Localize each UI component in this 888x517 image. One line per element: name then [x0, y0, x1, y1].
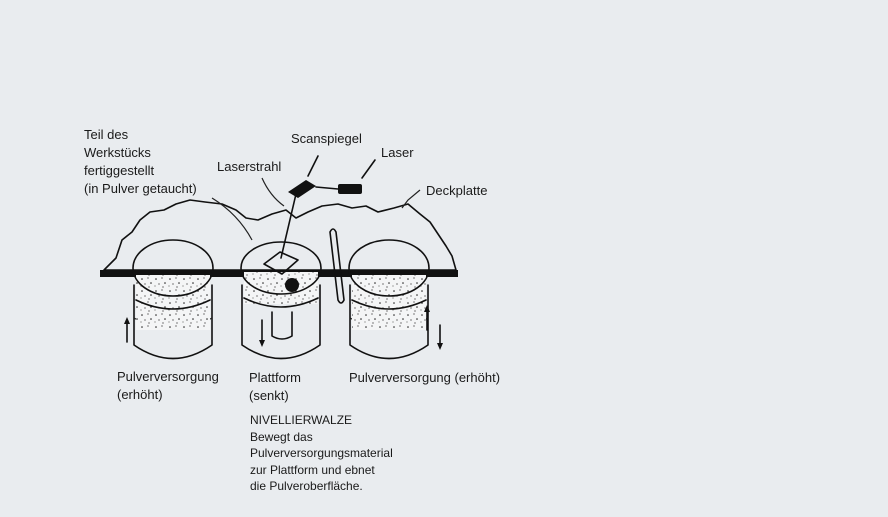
label-scan-mirror: Scanspiegel — [291, 131, 362, 146]
cover-plate — [103, 199, 457, 271]
leveling-roller-note: NIVELLIERWALZE Bewegt das Pulverversorgu… — [250, 413, 393, 493]
label-laser-beam: Laserstrahl — [217, 159, 282, 174]
label-platform: Plattform (senkt) — [249, 370, 302, 403]
build-platform-cylinder — [240, 241, 322, 360]
laser-beam — [280, 193, 297, 259]
label-powder-supply-left: Pulverversorgung (erhöht) — [117, 369, 219, 402]
label-part-finished: Teil des Werkstücks fertiggestellt (in P… — [84, 127, 197, 196]
powder-supply-left-cylinder — [124, 239, 214, 360]
scan-mirror — [288, 155, 319, 198]
label-laser: Laser — [381, 145, 414, 160]
label-powder-supply-right: Pulverversorgung (erhöht) — [349, 370, 501, 385]
powder-supply-right-cylinder — [348, 239, 443, 360]
label-cover-plate: Deckplatte — [426, 183, 488, 198]
part-leader-line — [211, 197, 253, 241]
laser-beam-leader-line — [261, 177, 285, 207]
laser-source — [315, 159, 376, 194]
workpiece — [263, 251, 299, 275]
leveling-roller — [329, 228, 345, 304]
cover-plate-leader-line — [401, 189, 421, 209]
